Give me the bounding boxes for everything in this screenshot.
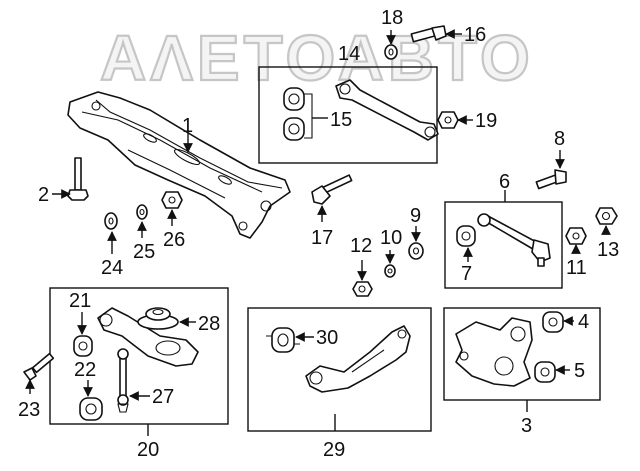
part-washer-9 xyxy=(408,242,424,260)
part-washer-10 xyxy=(384,264,396,278)
part-washer-25 xyxy=(136,204,148,220)
callout-25: 25 xyxy=(133,241,155,263)
part-bushing-30 xyxy=(266,327,300,353)
part-nut-12 xyxy=(352,281,373,297)
callout-19: 19 xyxy=(475,110,497,132)
part-nut-13 xyxy=(595,207,618,225)
callout-6: 6 xyxy=(499,171,510,193)
part-knuckle-3 xyxy=(455,317,533,387)
part-washer-18 xyxy=(384,44,398,60)
part-lower-arm-20 xyxy=(97,307,199,367)
callout-28: 28 xyxy=(198,313,220,335)
callout-3: 3 xyxy=(521,415,532,437)
callout-14: 14 xyxy=(338,43,360,65)
callout-17: 17 xyxy=(311,227,333,249)
part-nut-26 xyxy=(161,191,183,209)
callout-20: 20 xyxy=(137,439,159,461)
part-washer-24 xyxy=(104,212,118,230)
callout-13: 13 xyxy=(597,239,619,261)
part-bushing-22 xyxy=(79,397,103,421)
part-bolt-17 xyxy=(311,174,353,205)
callout-5: 5 xyxy=(574,360,585,382)
callout-26: 26 xyxy=(163,229,185,251)
group-box-14 xyxy=(258,66,438,164)
callout-22: 22 xyxy=(74,359,96,381)
callout-10: 10 xyxy=(380,227,402,249)
part-upper-arm-29 xyxy=(305,325,411,393)
group-box-29 xyxy=(247,307,432,432)
callout-1: 1 xyxy=(182,115,193,137)
callout-8: 8 xyxy=(554,128,565,150)
callout-18: 18 xyxy=(381,7,403,29)
part-bushing-21 xyxy=(73,335,93,357)
group-box-3 xyxy=(443,307,601,401)
part-toe-link-6 xyxy=(477,213,551,267)
part-bolt-8 xyxy=(535,169,567,190)
callout-23: 23 xyxy=(18,399,40,421)
callout-16: 16 xyxy=(464,24,486,46)
part-bolt-23 xyxy=(23,352,55,381)
callout-2: 2 xyxy=(38,184,49,206)
part-spring-seat-28 xyxy=(137,307,179,330)
part-bushing-4 xyxy=(542,311,564,333)
callout-27: 27 xyxy=(152,386,174,408)
part-bolt-2 xyxy=(67,157,89,201)
callout-15: 15 xyxy=(330,109,352,131)
group-box-6 xyxy=(444,201,563,289)
leader-lines xyxy=(25,29,611,436)
callout-7: 7 xyxy=(461,263,472,285)
part-bushing-5 xyxy=(534,361,556,383)
part-nut-11 xyxy=(565,227,587,245)
part-bushing-7 xyxy=(456,225,476,247)
callout-12: 12 xyxy=(350,235,372,257)
callout-30: 30 xyxy=(316,327,338,349)
callout-24: 24 xyxy=(101,257,123,279)
callout-21: 21 xyxy=(69,290,91,312)
part-bushing-15 xyxy=(283,87,313,141)
part-stabilizer-link-27 xyxy=(117,348,129,413)
callout-29: 29 xyxy=(323,439,345,461)
part-lateral-link-14 xyxy=(335,79,439,141)
callout-9: 9 xyxy=(410,205,421,227)
callout-11: 11 xyxy=(566,257,587,279)
part-subframe xyxy=(67,91,291,239)
part-nut-19 xyxy=(437,111,459,129)
callout-4: 4 xyxy=(578,311,589,333)
